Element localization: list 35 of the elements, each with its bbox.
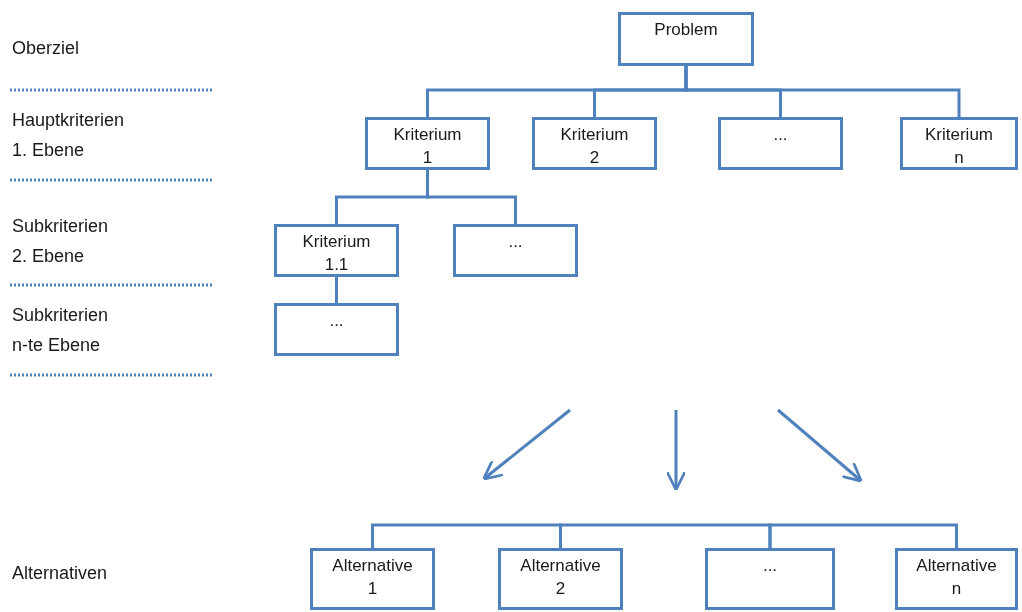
process-box [274,303,399,356]
process-box [532,117,657,170]
connector-line [426,170,517,224]
process-box [365,117,490,170]
box-label: ... [773,124,788,146]
box-label: ... [508,231,523,253]
box-label: Kriterium 1.1 [302,231,371,276]
process-box [900,117,1018,170]
process-box [274,224,399,277]
process-box [498,548,623,610]
level-label: Oberziel [12,37,81,60]
connector-line [371,523,562,548]
process-box [310,548,435,610]
box-label: Kriterium 2 [560,124,629,169]
process-box [895,548,1018,610]
box-label: ... [762,555,778,577]
box-label: ... [329,310,344,332]
connector-line [559,523,772,548]
level-label: Subkriterien 2. Ebene [12,215,110,268]
box-label: Kriterium 1 [393,124,462,169]
connector-line [684,66,961,117]
process-box [453,224,578,277]
box-label: Alternative n [916,555,997,600]
level-label: Subkriterien n-te Ebene [12,304,110,357]
level-label: Hauptkriterien 1. Ebene [12,109,126,162]
level-label: Alternativen [12,562,109,585]
box-label: Alternative 1 [332,555,413,600]
process-box [718,117,843,170]
box-label: Problem [654,19,718,41]
box-label: Alternative 2 [520,555,601,600]
process-box [705,548,835,610]
connector-line [335,277,338,303]
box-label: Kriterium n [925,124,993,169]
connector-line [768,523,958,548]
process-box [618,12,754,66]
